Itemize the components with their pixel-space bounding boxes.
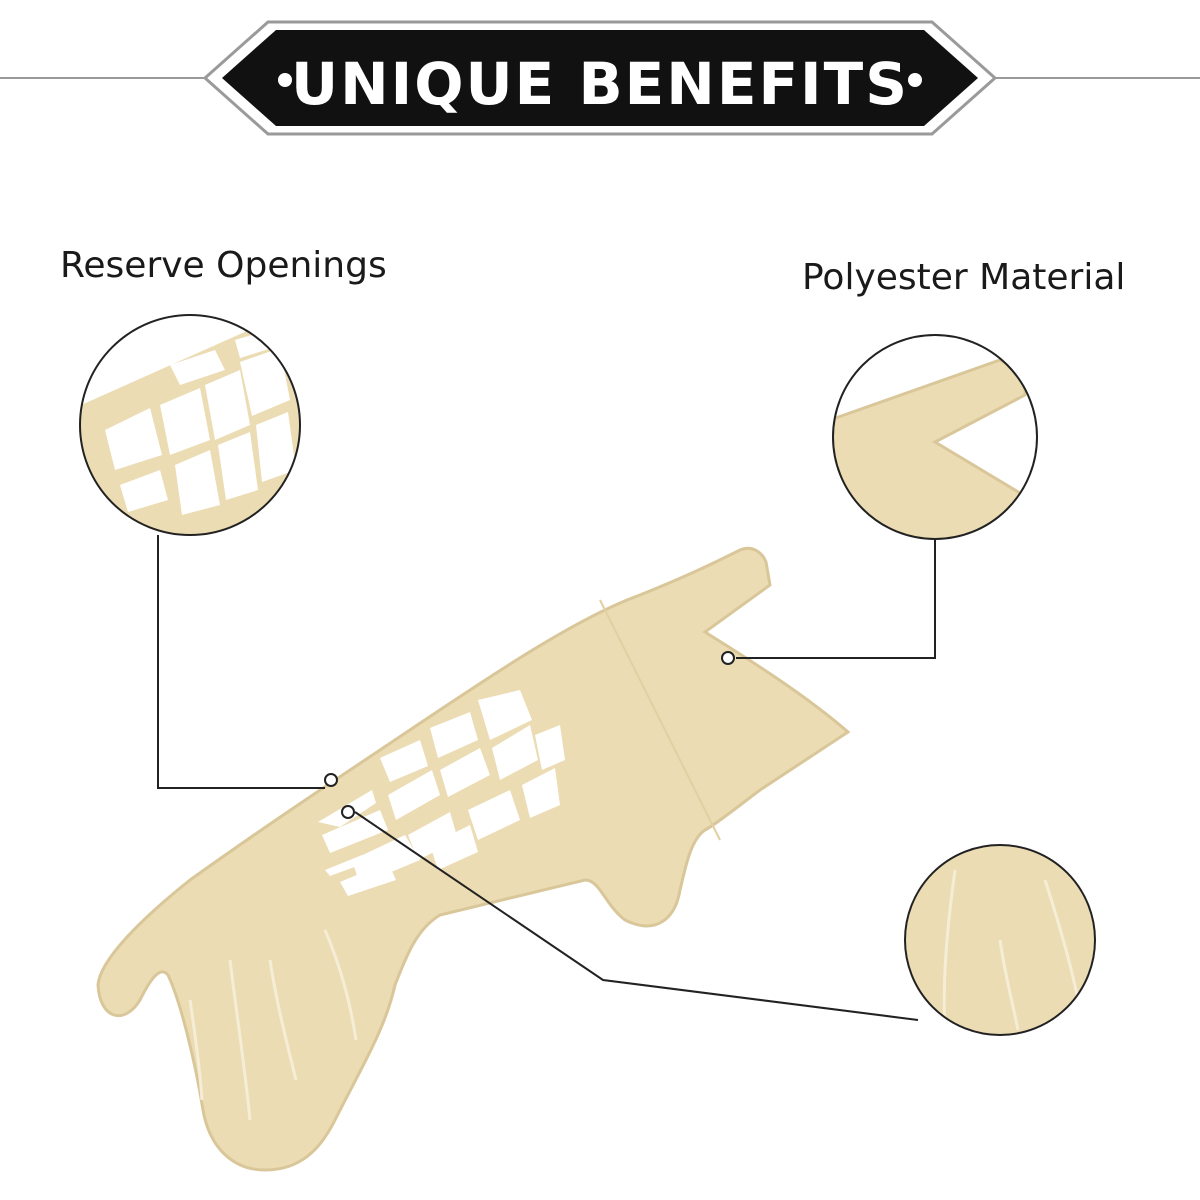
zoom-circle-material xyxy=(832,334,1038,540)
zoom-circle-openings xyxy=(79,314,301,536)
label-reserve-openings: Reserve Openings xyxy=(60,245,387,286)
dash-mat-seam xyxy=(599,599,721,841)
dash-mat-openings xyxy=(318,690,565,896)
banner-dot-left xyxy=(278,73,292,87)
banner-title: UNIQUE BENEFITS xyxy=(291,50,909,118)
dash-mat-body xyxy=(96,546,851,1172)
zoom-circle-stitching xyxy=(904,844,1096,1036)
banner-dot-right xyxy=(908,73,922,87)
banner-fill xyxy=(222,30,978,126)
dash-mat xyxy=(96,546,851,1172)
dash-mat-stitches xyxy=(188,929,358,1121)
connector-dots xyxy=(324,651,735,819)
connector-lines xyxy=(157,535,936,1021)
label-polyester-material: Polyester Material xyxy=(802,257,1126,298)
